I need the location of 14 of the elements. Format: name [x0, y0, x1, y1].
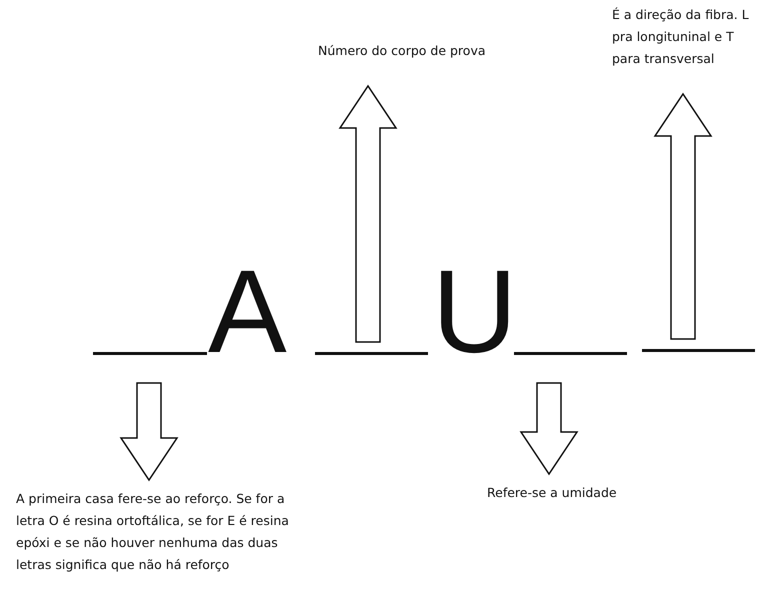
- description-text: Refere-se a umidade: [487, 482, 657, 504]
- description-text: Número do corpo de prova: [318, 40, 518, 62]
- letter: U: [432, 262, 518, 362]
- block-arrow: [654, 92, 712, 340]
- letter: A: [208, 262, 287, 362]
- block-arrow: [120, 382, 178, 482]
- description-text: É a direção da fibra. L pra longituninal e T para transversal: [612, 4, 754, 70]
- blank-line: [93, 352, 207, 355]
- block-arrow: [338, 84, 398, 343]
- description-text: A primeira casa fere-se ao reforço. Se for a letra O é resina ortoftálica, se for E é resina epóxi e se não houver nenhuma das duas letras significa que não há reforço: [16, 488, 316, 576]
- block-arrow: [520, 382, 578, 476]
- blank-line: [514, 352, 627, 355]
- blank-line: [642, 349, 755, 352]
- blank-line: [315, 352, 428, 355]
